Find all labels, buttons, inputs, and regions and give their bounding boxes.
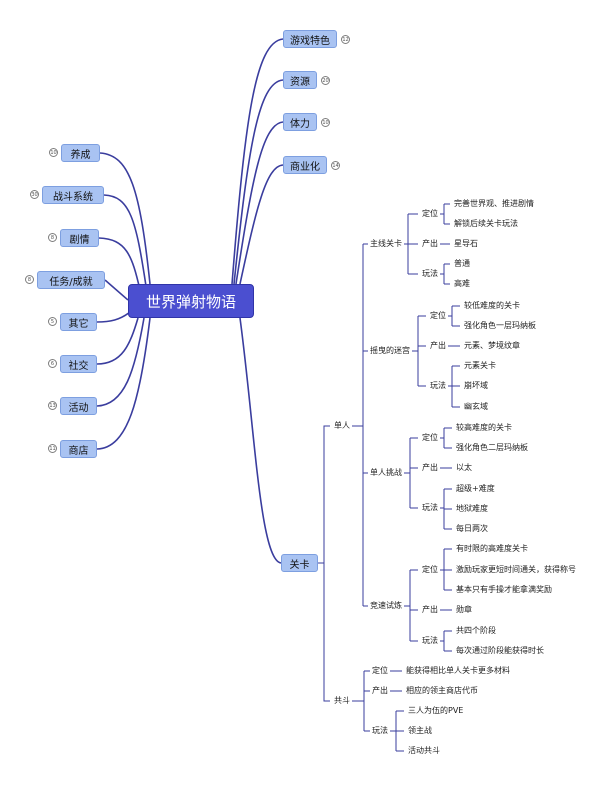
label-output[interactable]: 产出 (422, 605, 438, 614)
branch-solo-challenge[interactable]: 单人挑战 (370, 468, 402, 477)
label-gameplay[interactable]: 玩法 (372, 726, 388, 735)
node-social[interactable]: 社交 (60, 355, 97, 373)
count-badge: 8 (25, 275, 34, 284)
count-badge: 20 (321, 76, 330, 85)
count-badge: 13 (48, 401, 57, 410)
leaf[interactable]: 幽玄域 (464, 402, 488, 411)
node-levels[interactable]: 关卡 (281, 554, 318, 572)
node-resources[interactable]: 资源 (283, 71, 317, 89)
count-badge: 30 (30, 190, 39, 199)
branch-main-stage[interactable]: 主线关卡 (370, 239, 402, 248)
count-badge: 10 (49, 148, 58, 157)
label-gameplay[interactable]: 玩法 (422, 269, 438, 278)
leaf[interactable]: 三人为伍的PVE (408, 706, 464, 715)
leaf[interactable]: 有时限的高难度关卡 (456, 544, 528, 553)
leaf[interactable]: 激励玩家更短时间通关，获得称号 (456, 565, 576, 574)
label-gameplay[interactable]: 玩法 (422, 503, 438, 512)
label-gameplay[interactable]: 玩法 (422, 636, 438, 645)
count-badge: 12 (341, 35, 350, 44)
count-badge: 14 (331, 161, 340, 170)
leaf[interactable]: 解锁后续关卡玩法 (454, 219, 518, 228)
branch-single[interactable]: 单人 (334, 421, 350, 430)
node-battle-system[interactable]: 战斗系统 (42, 186, 104, 204)
leaf[interactable]: 高难 (454, 279, 470, 288)
leaf[interactable]: 地狱难度 (456, 504, 488, 513)
leaf[interactable]: 每次通过阶段能获得时长 (456, 646, 544, 655)
label-output[interactable]: 产出 (430, 341, 446, 350)
label-gameplay[interactable]: 玩法 (430, 381, 446, 390)
leaf[interactable]: 较高难度的关卡 (456, 423, 512, 432)
label-positioning[interactable]: 定位 (422, 209, 438, 218)
leaf[interactable]: 完善世界观、推进剧情 (454, 199, 534, 208)
leaf[interactable]: 元素关卡 (464, 361, 496, 370)
count-badge: 8 (48, 233, 57, 242)
node-growth[interactable]: 养成 (61, 144, 100, 162)
leaf[interactable]: 共四个阶段 (456, 626, 496, 635)
label-positioning[interactable]: 定位 (422, 565, 438, 574)
leaf[interactable]: 星导石 (454, 239, 478, 248)
node-monetization[interactable]: 商业化 (283, 156, 327, 174)
node-shop[interactable]: 商店 (60, 440, 97, 458)
node-events[interactable]: 活动 (60, 397, 97, 415)
leaf[interactable]: 相应的领主商店代币 (406, 686, 478, 695)
leaf[interactable]: 超级+难度 (456, 484, 495, 493)
leaf[interactable]: 以太 (456, 463, 472, 472)
leaf[interactable]: 崩坏域 (464, 381, 488, 390)
leaf[interactable]: 领主战 (408, 726, 432, 735)
leaf[interactable]: 活动共斗 (408, 746, 440, 755)
root-topic[interactable]: 世界弹射物语 (128, 284, 254, 318)
node-other[interactable]: 其它 (60, 313, 97, 331)
label-positioning[interactable]: 定位 (372, 666, 388, 675)
label-positioning[interactable]: 定位 (430, 311, 446, 320)
branch-speed-trial[interactable]: 竞速试炼 (370, 601, 402, 610)
count-badge: 10 (321, 118, 330, 127)
branch-maze[interactable]: 摇曳的迷宫 (370, 346, 410, 355)
count-badge: 5 (48, 317, 57, 326)
node-stamina[interactable]: 体力 (283, 113, 317, 131)
leaf[interactable]: 强化角色一层玛纳板 (464, 321, 536, 330)
node-story[interactable]: 剧情 (60, 229, 99, 247)
leaf[interactable]: 每日两次 (456, 524, 488, 533)
leaf[interactable]: 能获得相比单人关卡更多材料 (406, 666, 510, 675)
leaf[interactable]: 普通 (454, 259, 470, 268)
branch-coop[interactable]: 共斗 (334, 696, 350, 705)
label-output[interactable]: 产出 (422, 239, 438, 248)
leaf[interactable]: 强化角色二层玛纳板 (456, 443, 528, 452)
label-output[interactable]: 产出 (372, 686, 388, 695)
node-missions[interactable]: 任务/成就 (37, 271, 105, 289)
leaf[interactable]: 勋章 (456, 605, 472, 614)
label-output[interactable]: 产出 (422, 463, 438, 472)
label-positioning[interactable]: 定位 (422, 433, 438, 442)
node-game-features[interactable]: 游戏特色 (283, 30, 337, 48)
leaf[interactable]: 较低难度的关卡 (464, 301, 520, 310)
leaf[interactable]: 基本只有手操才能拿满奖励 (456, 585, 552, 594)
leaf[interactable]: 元素、梦境纹章 (464, 341, 520, 350)
count-badge: 6 (48, 359, 57, 368)
count-badge: 11 (48, 444, 57, 453)
